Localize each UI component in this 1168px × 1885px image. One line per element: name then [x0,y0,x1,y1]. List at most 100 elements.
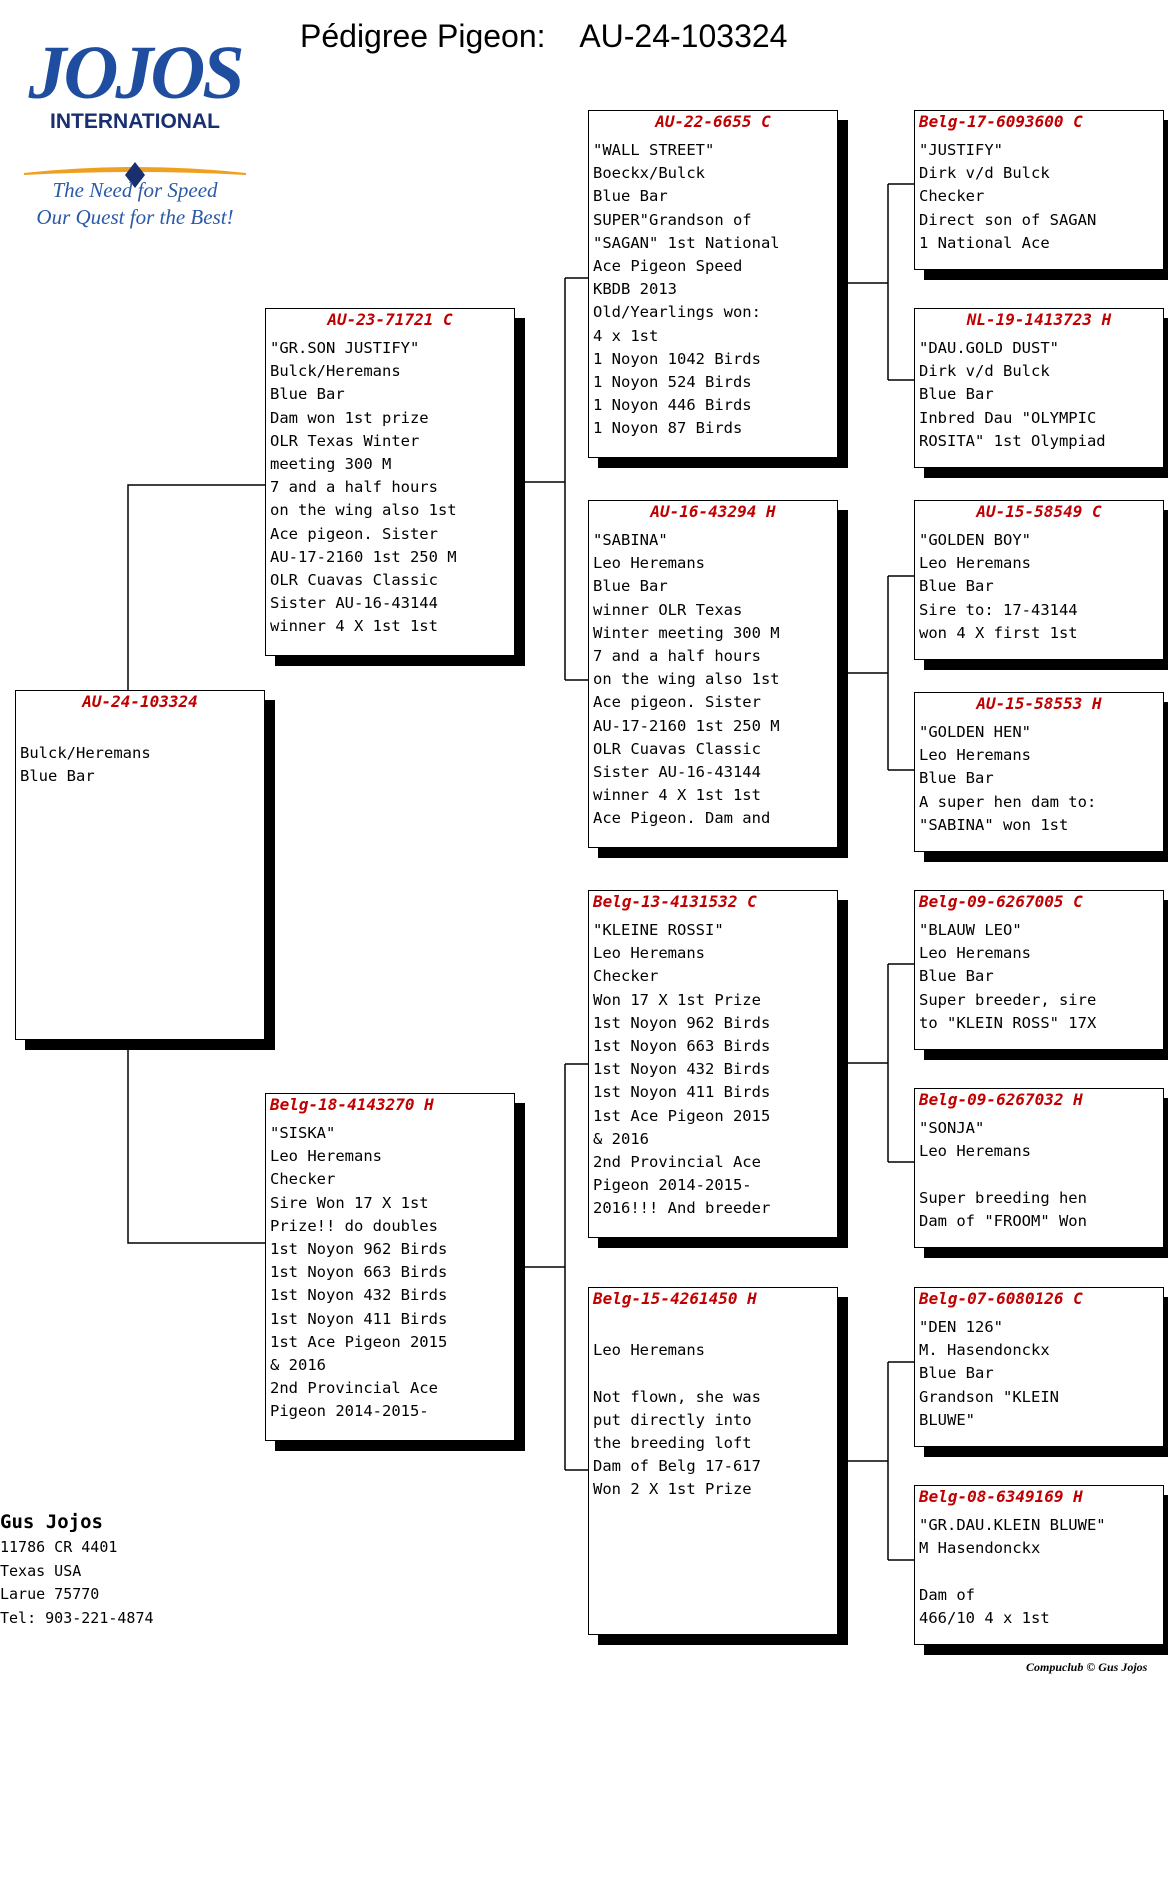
detail-line: M. Hasendonckx [919,1341,1050,1360]
detail-line: Leo Heremans [919,944,1031,963]
detail-line [593,1316,837,1339]
detail-line: Blue Bar [919,577,994,596]
detail-line: winner 4 X 1st 1st [593,786,761,805]
detail-line: BLUWE" [919,1410,975,1429]
detail-line: Winter meeting 300 M [593,623,780,642]
title-ring: AU-24-103324 [579,18,788,54]
page-title: Pédigree Pigeon: AU-24-103324 [300,18,787,55]
detail-line: to "KLEIN ROSS" 17X [919,1013,1097,1032]
detail-line: 1 Noyon 446 Birds [593,396,752,415]
detail-line: Blue Bar [919,1364,994,1383]
detail-line: "SAGAN" 1st National [593,233,780,252]
detail-line: A super hen dam to: [919,792,1097,811]
logo-tagline-2: Our Quest for the Best! [36,205,234,229]
detail-line: Dirk v/d Bulck [919,164,1050,183]
logo-swoosh-icon [23,162,247,188]
detail-line: Leo Heremans [593,944,705,963]
detail-line: 7 and a half hours [270,478,438,497]
pedigree-connector [127,1040,265,1244]
detail-line: Inbred Dau "OLYMPIC [919,408,1097,427]
detail-line: Blue Bar [593,187,668,206]
detail-line: Dam of [919,1585,975,1604]
detail-line: Checker [593,967,659,986]
detail-line [919,1560,1163,1583]
detail-line [20,719,264,742]
ring-number: AU-23-71721 C [327,310,453,329]
detail-line: Leo Heremans [270,1147,382,1166]
detail-line: winner OLR Texas [593,600,743,619]
detail-line [919,1163,1163,1186]
ring-number: Belg-08-6349169 H [919,1487,1083,1506]
detail-line: 1st Noyon 962 Birds [270,1239,448,1258]
ring-number: Belg-15-4261450 H [593,1289,757,1308]
detail-line: Pigeon 2014-2015- [593,1176,752,1195]
detail-line: "DAU.GOLD DUST" [919,339,1059,357]
detail-line: Blue Bar [919,967,994,986]
detail-line: Blue Bar [593,577,668,596]
detail-line: 2016!!! And breeder [593,1199,771,1218]
detail-line: Ace Pigeon Speed [593,256,743,275]
ring-number: Belg-18-4143270 H [270,1095,434,1114]
detail-line: OLR Cuavas Classic [270,570,438,589]
pigeon-card-sss: Belg-17-6093600 C "JUSTIFY"Dirk v/d Bulc… [914,110,1164,270]
detail-line: Checker [270,1170,336,1189]
detail-line: OLR Cuavas Classic [593,739,761,758]
ring-number: AU-15-58553 H [976,694,1102,713]
detail-line: 1st Noyon 962 Birds [593,1013,771,1032]
logo-subtitle: INTERNATIONAL [50,110,220,133]
detail-line: 1st Noyon 411 Birds [270,1309,448,1328]
detail-line: Sire Won 17 X 1st [270,1193,429,1212]
detail-line: ROSITA" 1st Olympiad [919,431,1106,450]
detail-line: "SABINA" [593,531,668,549]
detail-line: 7 and a half hours [593,646,761,665]
detail-line: Dam won 1st prize [270,408,429,427]
detail-line: 1 Noyon 524 Birds [593,372,752,391]
ring-number: Belg-09-6267005 C [919,892,1083,911]
detail-line: Dam of "FROOM" Won [919,1211,1087,1230]
ring-number: AU-24-103324 [82,692,198,711]
detail-line: AU-17-2160 1st 250 M [593,716,780,735]
detail-line: "DEN 126" [919,1318,1003,1336]
detail-line: Super breeder, sire [919,990,1097,1009]
pigeon-card-dds: Belg-07-6080126 C "DEN 126"M. Hasendonck… [914,1287,1164,1447]
title-label: Pédigree Pigeon: [300,18,546,54]
detail-line: Leo Heremans [919,554,1031,573]
detail-line: Super breeding hen [919,1188,1087,1207]
detail-line: 1st Noyon 663 Birds [270,1263,448,1282]
detail-line: meeting 300 M [270,454,392,473]
detail-line: 1st Ace Pigeon 2015 [270,1332,448,1351]
ring-number: Belg-09-6267032 H [919,1090,1083,1109]
pigeon-card-ddd: Belg-08-6349169 H "GR.DAU.KLEIN BLUWE"M … [914,1485,1164,1645]
detail-line: 2nd Provincial Ace [270,1379,438,1398]
detail-line: "KLEINE ROSSI" [593,921,724,939]
detail-line: the breeding loft [593,1433,752,1452]
detail-line: 11786 CR 4401 [0,1538,118,1556]
ring-number: Belg-13-4131532 C [593,892,757,911]
pigeon-card-ssd: NL-19-1413723 H "DAU.GOLD DUST"Dirk v/d … [914,308,1164,468]
detail-line: Ace Pigeon. Dam and [593,809,771,828]
detail-line: Blue Bar [919,769,994,788]
detail-line: Blue Bar [270,385,345,404]
detail-line: 1st Noyon 411 Birds [593,1083,771,1102]
pigeon-card-dss: Belg-09-6267005 C "BLAUW LEO"Leo Hereman… [914,890,1164,1050]
detail-line: 466/10 4 x 1st [919,1608,1050,1627]
pedigree-connector [127,484,265,690]
detail-line: 2nd Provincial Ace [593,1152,761,1171]
